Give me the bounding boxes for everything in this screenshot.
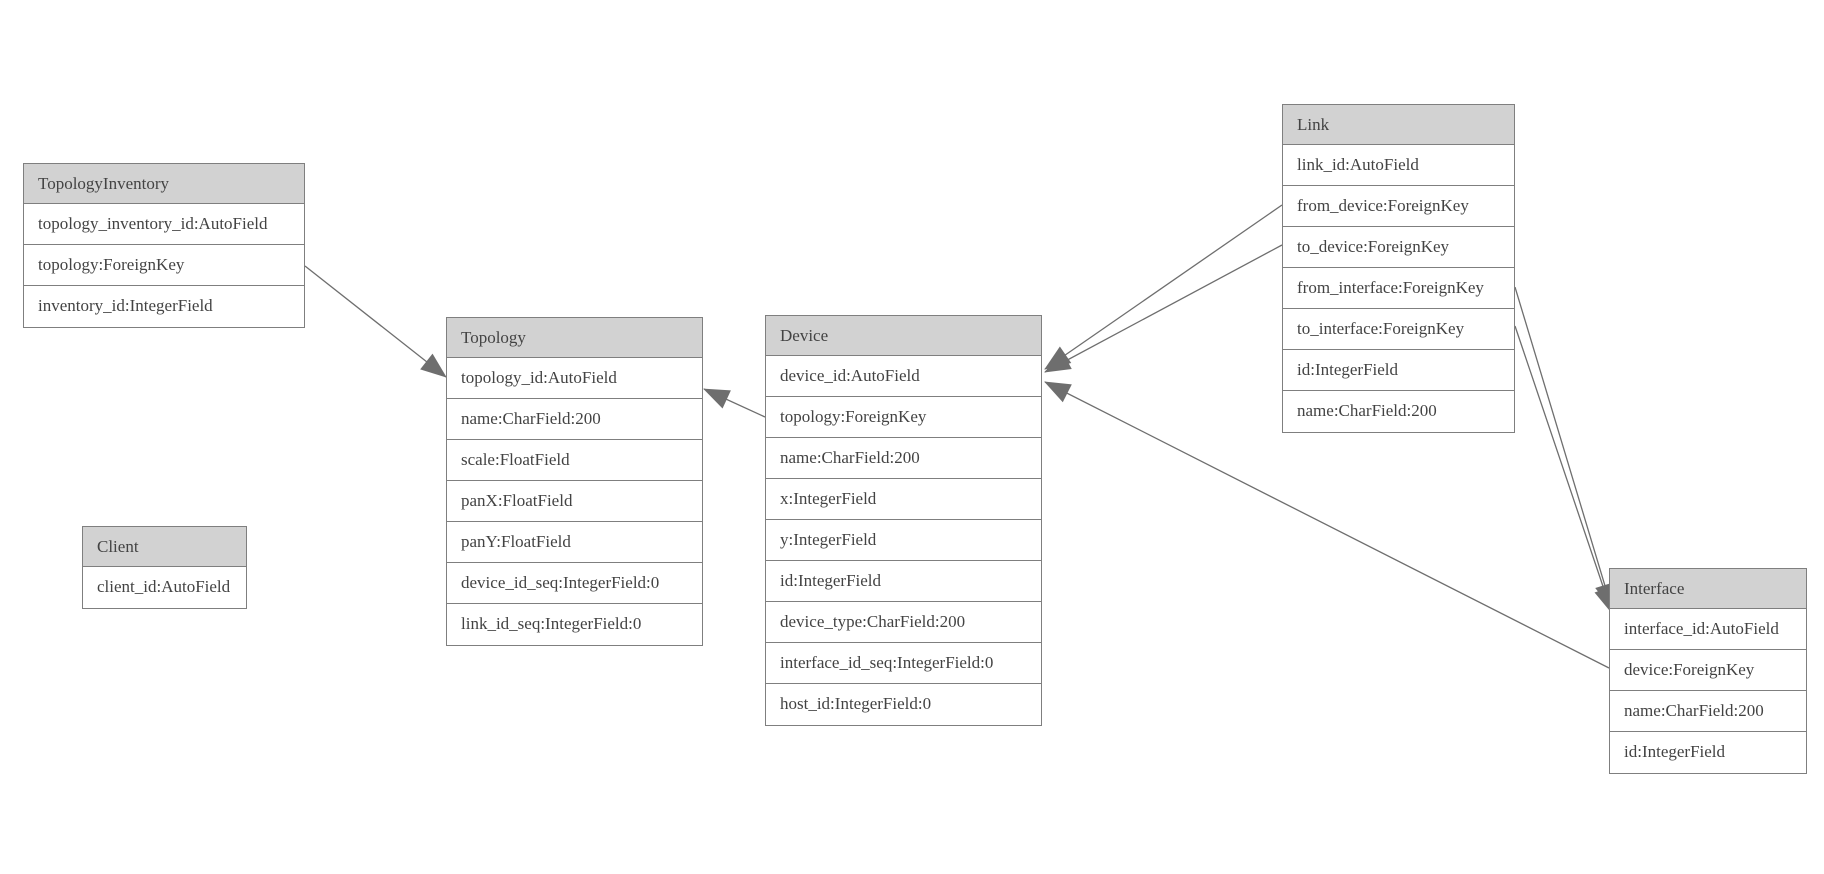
- entity-field-row: device:ForeignKey: [1610, 650, 1806, 691]
- entity-title-topology-inventory: TopologyInventory: [24, 164, 304, 204]
- entity-field-row: id:IntegerField: [766, 561, 1041, 602]
- entity-field-row: interface_id:AutoField: [1610, 609, 1806, 650]
- entity-field-row: from_device:ForeignKey: [1283, 186, 1514, 227]
- entity-field-row: link_id:AutoField: [1283, 145, 1514, 186]
- relationship-Link.from_device-to-Device.device_id: [1044, 204, 1283, 370]
- entity-field-row: y:IntegerField: [766, 520, 1041, 561]
- entity-field-row: device_id_seq:IntegerField:0: [447, 563, 702, 604]
- entity-field-row: name:CharField:200: [766, 438, 1041, 479]
- relationship-Link.to_device-to-Device.device_id: [1044, 244, 1283, 373]
- entity-field-row: topology:ForeignKey: [766, 397, 1041, 438]
- entity-title-link: Link: [1283, 105, 1514, 145]
- relationship-Device.topology-to-Topology.topology_id: [703, 388, 766, 418]
- entity-field-row: device_id:AutoField: [766, 356, 1041, 397]
- entity-field-row: to_interface:ForeignKey: [1283, 309, 1514, 350]
- entity-field-row: topology_id:AutoField: [447, 358, 702, 399]
- entity-title-device: Device: [766, 316, 1041, 356]
- relationship-Link.to_interface-to-Interface.interface_id: [1514, 325, 1614, 614]
- entity-field-row: topology:ForeignKey: [24, 245, 304, 286]
- entity-field-row: topology_inventory_id:AutoField: [24, 204, 304, 245]
- entity-field-row: panX:FloatField: [447, 481, 702, 522]
- entity-field-row: panY:FloatField: [447, 522, 702, 563]
- entity-title-interface: Interface: [1610, 569, 1806, 609]
- entity-field-row: link_id_seq:IntegerField:0: [461, 614, 642, 633]
- entity-field-row: x:IntegerField: [766, 479, 1041, 520]
- entity-field-row: name:CharField:200: [447, 399, 702, 440]
- entity-title-topology: Topology: [447, 318, 702, 358]
- entity-field-row: device_type:CharField:200: [766, 602, 1041, 643]
- entity-client: Client client_id:AutoField: [82, 526, 247, 609]
- entity-field-row: host_id:IntegerField:0: [780, 694, 932, 713]
- entity-field-row: id:IntegerField: [1624, 742, 1726, 761]
- entity-field-row: to_device:ForeignKey: [1283, 227, 1514, 268]
- entity-field-row: client_id:AutoField: [97, 577, 231, 596]
- entity-field-row: inventory_id:IntegerField: [38, 296, 213, 315]
- relationship-Link.from_interface-to-Interface.interface_id: [1514, 286, 1615, 610]
- entity-field-row: name:CharField:200: [1297, 401, 1437, 420]
- entity-field-row: id:IntegerField: [1283, 350, 1514, 391]
- entity-field-row: interface_id_seq:IntegerField:0: [766, 643, 1041, 684]
- entity-field-row: from_interface:ForeignKey: [1283, 268, 1514, 309]
- relationship-TopologyInventory.topology-to-Topology.topology_id: [304, 265, 447, 378]
- entity-field-row: scale:FloatField: [447, 440, 702, 481]
- entity-title-client: Client: [83, 527, 246, 567]
- entity-field-row: name:CharField:200: [1610, 691, 1806, 732]
